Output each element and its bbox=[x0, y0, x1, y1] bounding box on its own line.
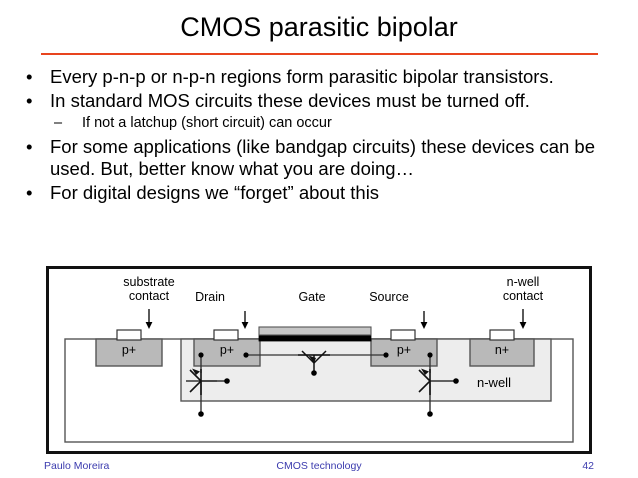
callout-nwell-contact-line1: n-well bbox=[506, 275, 540, 289]
cross-section-diagram: substrate contact Drain Gate Source n-we… bbox=[46, 266, 592, 454]
drain-diffusion-region bbox=[193, 338, 261, 367]
footer-author: Paulo Moreira bbox=[44, 460, 110, 472]
bullet-marker: • bbox=[26, 66, 33, 87]
callout-nwell-contact-line2: contact bbox=[502, 289, 544, 303]
bullet-item: • Every p-n-p or n-p-n regions form para… bbox=[10, 66, 628, 88]
slide-footer: Paulo Moreira CMOS technology 42 bbox=[0, 460, 638, 478]
page-title: CMOS parasitic bipolar bbox=[180, 12, 458, 42]
nwell-tap-region bbox=[469, 338, 535, 367]
bullet-text: In standard MOS circuits these devices m… bbox=[50, 90, 530, 111]
gate-oxide-layer bbox=[258, 334, 372, 342]
footer-course: CMOS technology bbox=[276, 460, 362, 472]
sub-bullet-marker: – bbox=[54, 115, 63, 131]
region-label-source: p+ bbox=[396, 343, 412, 357]
left-pnp-arrow bbox=[192, 368, 200, 375]
callout-substrate-contact: substrate contact bbox=[99, 275, 199, 303]
cross-section-svg bbox=[64, 309, 574, 443]
bullet-item: • For digital designs we “forget” about … bbox=[10, 182, 628, 204]
lateral-pnp-collector-dot bbox=[383, 352, 389, 358]
callout-arrowheads bbox=[145, 322, 527, 329]
bullet-list: • Every p-n-p or n-p-n regions form para… bbox=[10, 66, 628, 206]
bullet-item: • For some applications (like bandgap ci… bbox=[10, 136, 628, 180]
lateral-pnp-base-dot bbox=[311, 370, 317, 376]
region-label-nwell-tap: n+ bbox=[494, 343, 510, 357]
source-contact-metal bbox=[390, 329, 416, 341]
region-label-substrate-tap: p+ bbox=[121, 343, 137, 357]
bullet-marker: • bbox=[26, 90, 33, 111]
bullet-marker: • bbox=[26, 182, 33, 203]
bullet-text: For digital designs we “forget” about th… bbox=[50, 182, 380, 203]
substrate-contact-metal bbox=[116, 329, 142, 341]
callout-arrows bbox=[148, 309, 524, 326]
callout-nwell-contact: n-well contact bbox=[473, 275, 573, 303]
region-label-nwell: n-well bbox=[477, 375, 511, 390]
left-pnp-symbol bbox=[189, 369, 202, 395]
lateral-pnp-arrow bbox=[308, 355, 316, 363]
callout-source: Source bbox=[369, 290, 409, 304]
footer-page-number: 42 bbox=[582, 460, 594, 472]
right-pnp-emitter-dot bbox=[427, 352, 433, 358]
right-pnp-collector-dot bbox=[427, 411, 433, 417]
bullet-text: Every p-n-p or n-p-n regions form parasi… bbox=[50, 66, 554, 87]
sub-bullet-item: – If not a latchup (short circuit) can o… bbox=[10, 114, 628, 133]
sub-bullet-text: If not a latchup (short circuit) can occ… bbox=[82, 115, 332, 131]
nwell-contact-metal bbox=[489, 329, 515, 341]
lateral-pnp-emitter-dot bbox=[243, 352, 249, 358]
left-pnp-collector-dot bbox=[198, 411, 204, 417]
bullet-item: • In standard MOS circuits these devices… bbox=[10, 90, 628, 112]
left-pnp-emitter-dot bbox=[198, 352, 204, 358]
right-pnp-base-dot bbox=[453, 378, 459, 384]
bullet-marker: • bbox=[26, 136, 33, 157]
gate-poly-layer bbox=[258, 326, 372, 336]
drain-contact-metal bbox=[213, 329, 239, 341]
region-label-drain: p+ bbox=[219, 343, 235, 357]
callout-drain: Drain bbox=[195, 290, 225, 304]
callout-substrate-contact-line2: contact bbox=[128, 289, 170, 303]
title-underline bbox=[41, 53, 598, 55]
right-pnp-arrow bbox=[421, 368, 429, 375]
right-pnp-symbol bbox=[418, 369, 431, 395]
callout-gate: Gate bbox=[298, 290, 326, 304]
bullet-text: For some applications (like bandgap circ… bbox=[50, 136, 596, 179]
left-pnp-base-dot bbox=[224, 378, 230, 384]
callout-substrate-contact-line1: substrate bbox=[123, 275, 175, 289]
